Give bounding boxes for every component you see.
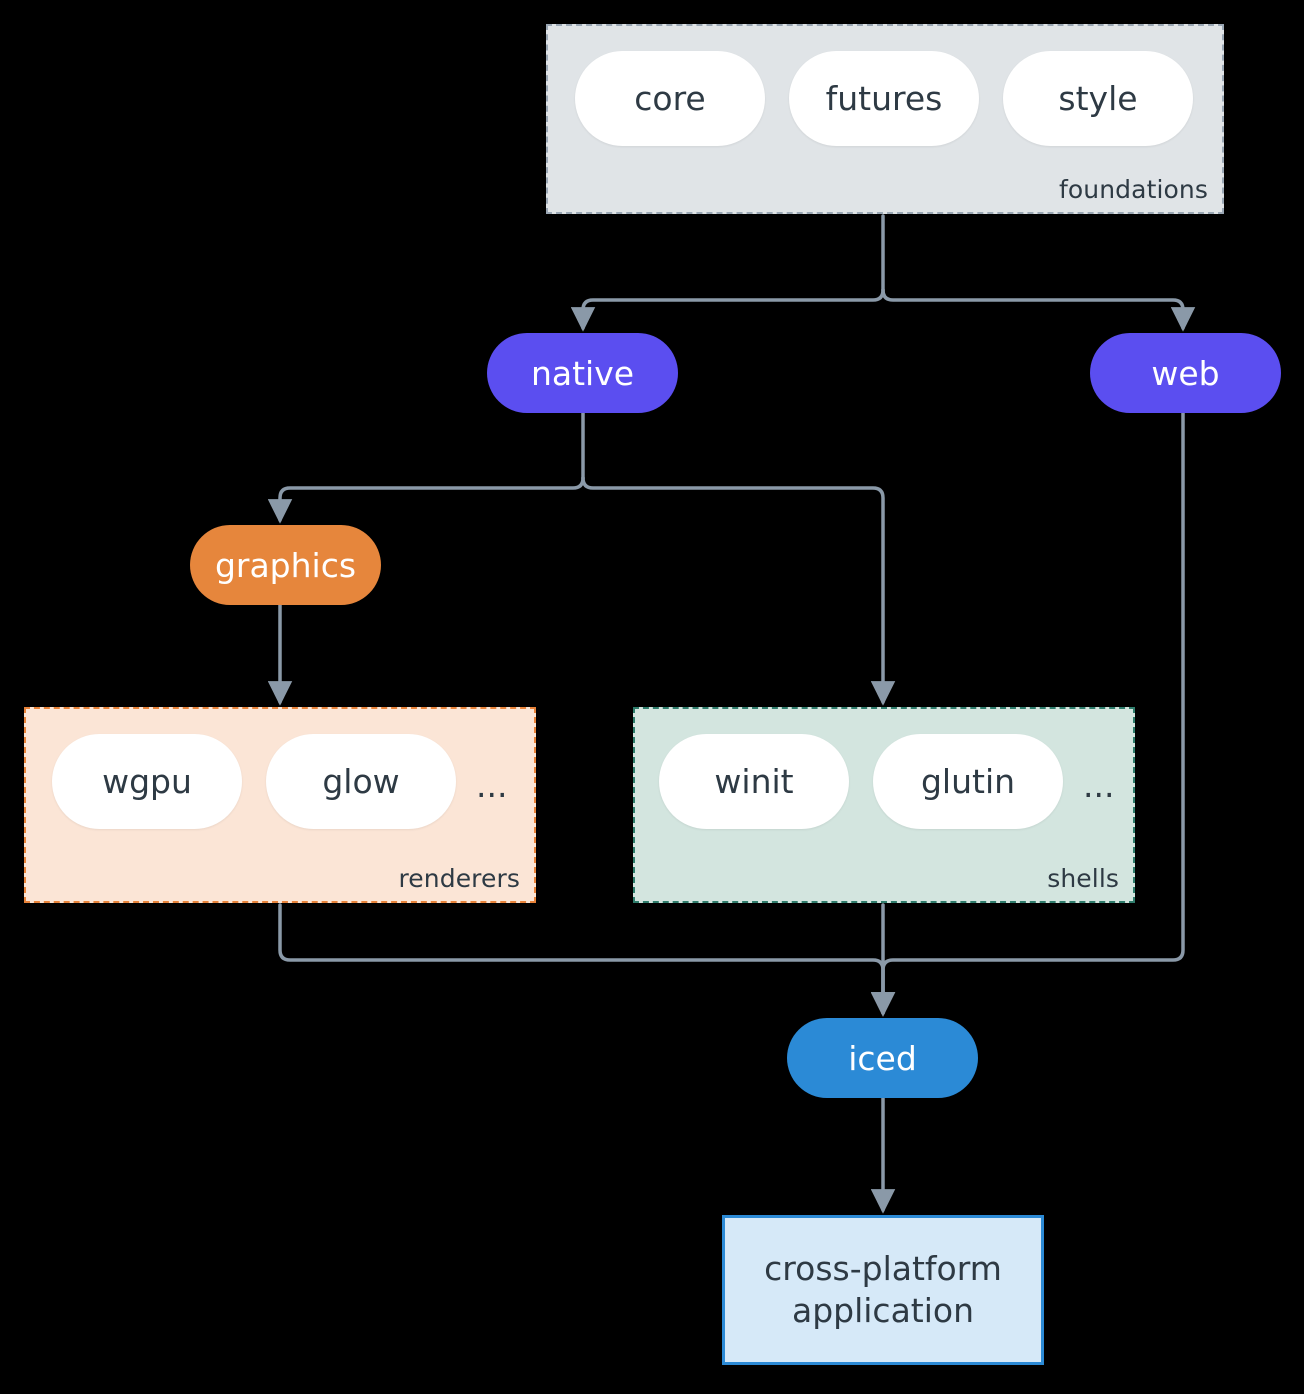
node-native[interactable]: native xyxy=(487,333,678,413)
cluster-shells-label: shells xyxy=(1047,864,1119,893)
renderers-item-glow[interactable]: glow xyxy=(266,734,456,829)
edge-foundations-to-native xyxy=(570,288,885,332)
edge-renderers-to-iced xyxy=(278,903,896,1017)
renderers-item-wgpu[interactable]: wgpu xyxy=(52,734,242,829)
cluster-renderers-label: renderers xyxy=(398,864,520,893)
application-line-2: application xyxy=(791,1291,975,1330)
shells-more-ellipsis: ... xyxy=(1083,766,1115,805)
shells-item-glutin[interactable]: glutin xyxy=(873,734,1063,829)
edge-foundations-to-web xyxy=(881,288,1196,332)
edge-native-to-shells xyxy=(581,476,896,706)
foundations-item-futures[interactable]: futures xyxy=(789,51,979,146)
node-cross-platform-application[interactable]: cross-platform application xyxy=(722,1215,1044,1365)
edge-native-to-graphics xyxy=(267,476,585,524)
cluster-foundations-label: foundations xyxy=(1059,175,1208,204)
cluster-foundations: core futures style foundations xyxy=(546,24,1224,214)
node-graphics[interactable]: graphics xyxy=(190,525,381,605)
cluster-shells: winit glutin ... shells xyxy=(633,707,1135,903)
node-web[interactable]: web xyxy=(1090,333,1281,413)
application-line-1: cross-platform xyxy=(764,1248,1002,1288)
renderers-more-ellipsis: ... xyxy=(476,766,508,805)
foundations-item-core[interactable]: core xyxy=(575,51,765,146)
node-iced[interactable]: iced xyxy=(787,1018,978,1098)
cluster-renderers: wgpu glow ... renderers xyxy=(24,707,536,903)
foundations-item-style[interactable]: style xyxy=(1003,51,1193,146)
shells-item-winit[interactable]: winit xyxy=(659,734,849,829)
